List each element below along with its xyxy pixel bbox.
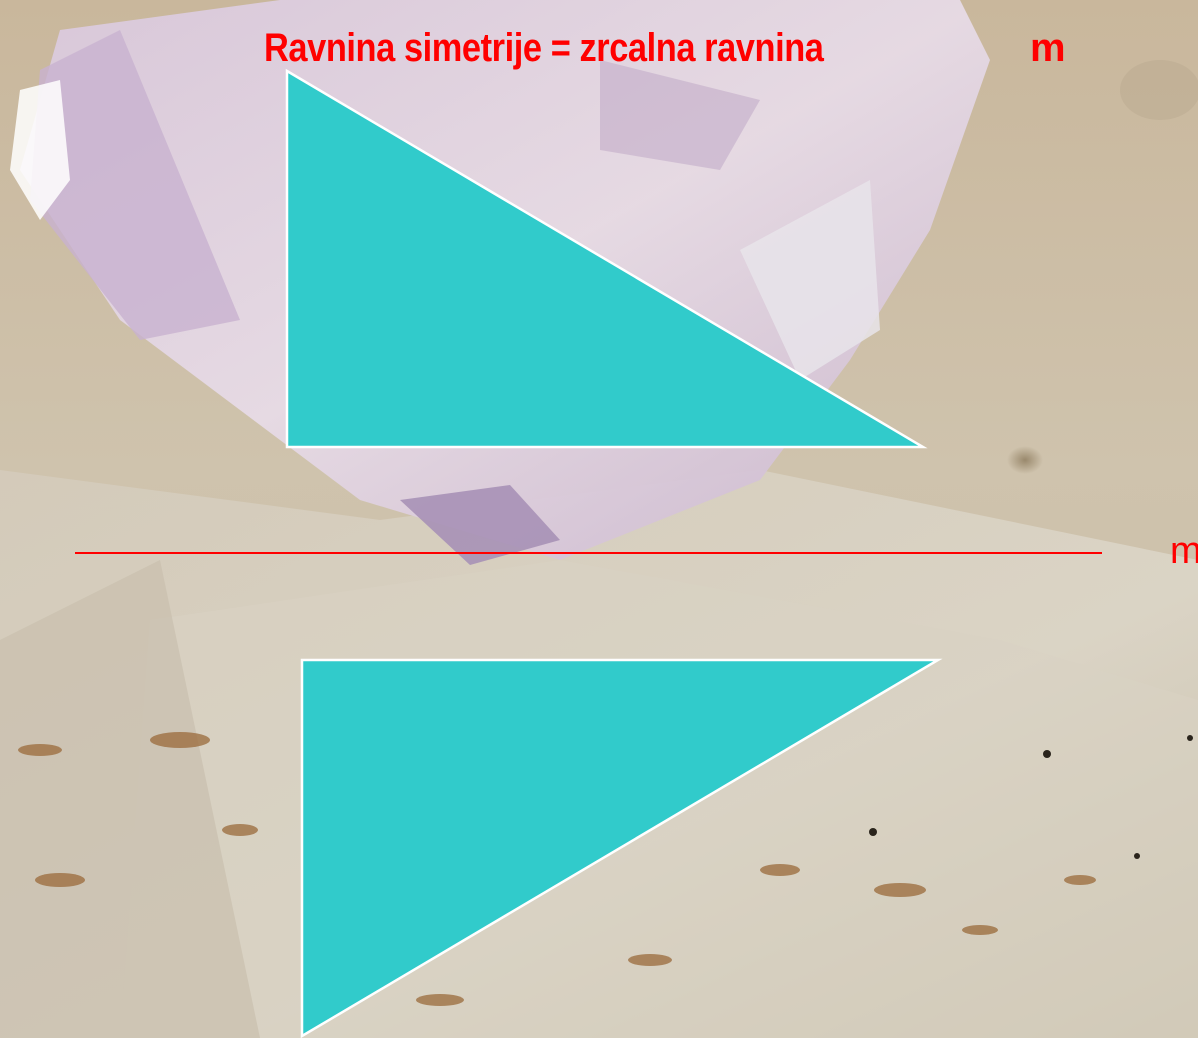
upper-triangle (287, 71, 923, 447)
lower-triangle-mirror-image (302, 660, 938, 1036)
mirror-plane-label: m (1170, 530, 1198, 573)
slide-title: Ravnina simetrije = zrcalna ravnina (264, 26, 824, 71)
mirror-symbol-label: m (1030, 26, 1066, 71)
